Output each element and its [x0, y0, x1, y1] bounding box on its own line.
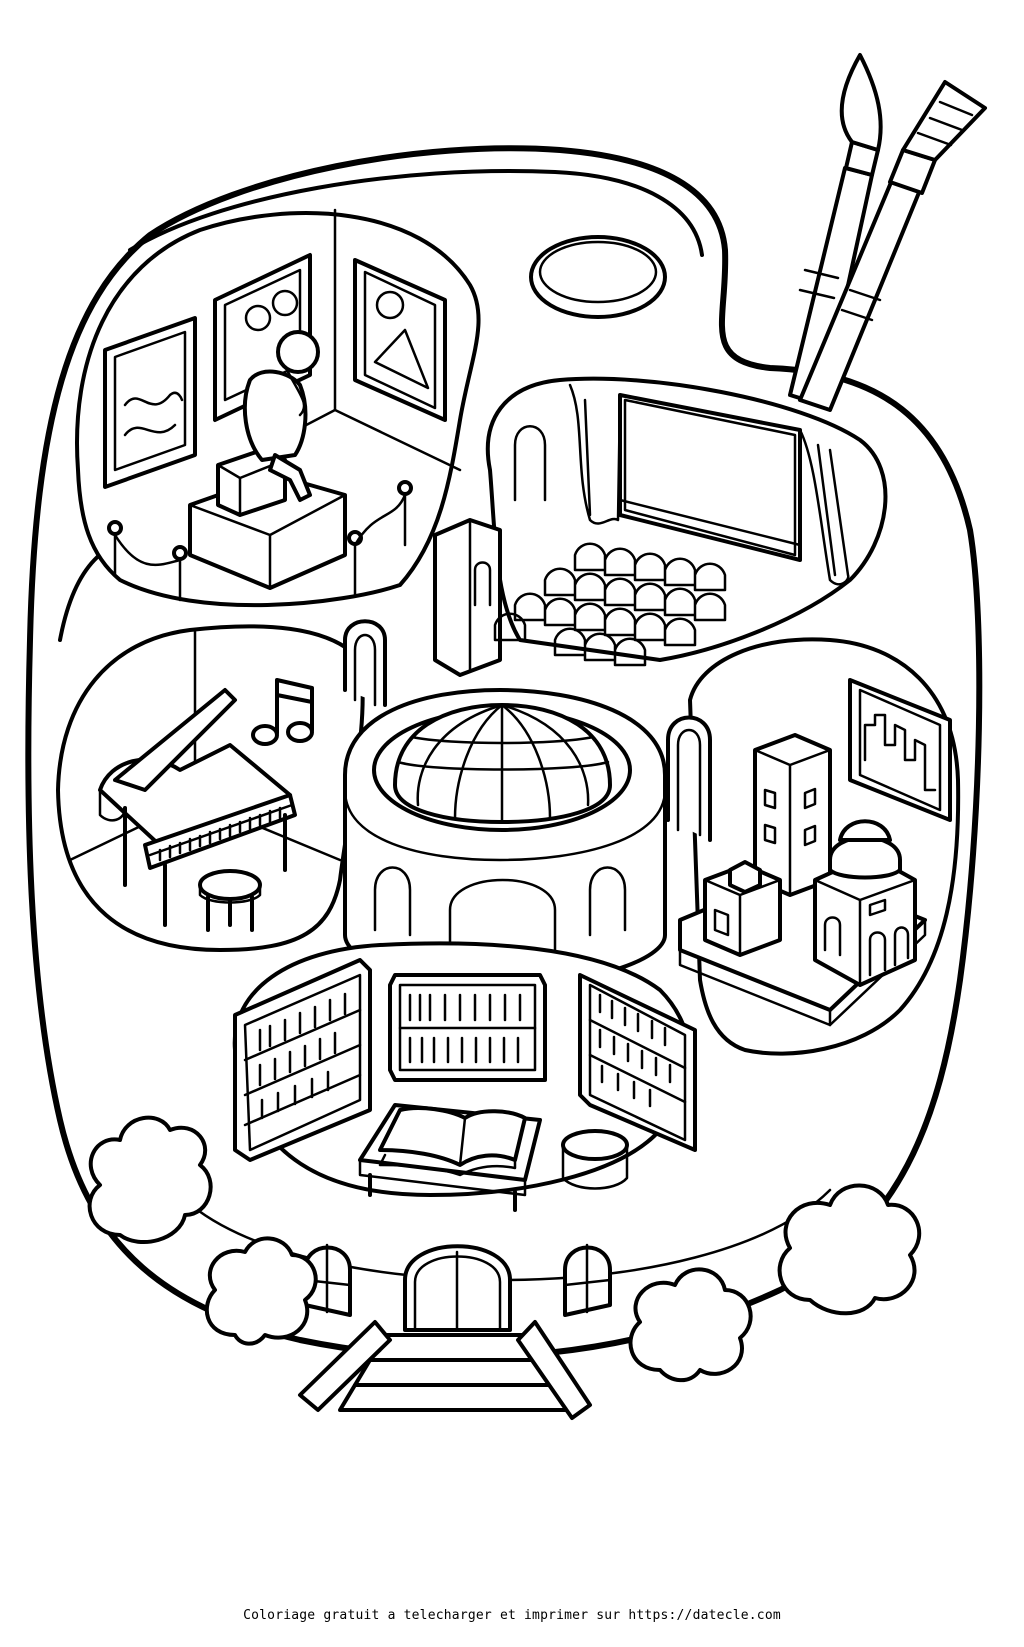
library-stool	[563, 1131, 627, 1189]
open-book	[380, 1108, 525, 1165]
footer-credit: Coloriage gratuit a telecharger et impri…	[243, 1608, 781, 1623]
theater-room	[435, 379, 885, 675]
central-dome-rotunda	[345, 690, 665, 985]
bush-right	[630, 1269, 750, 1380]
entrance-steps	[300, 1322, 590, 1418]
music-room	[58, 621, 385, 950]
painting-triangle	[355, 260, 445, 420]
handrail-left	[300, 1322, 390, 1410]
thinker-sculpture	[190, 332, 345, 588]
model-domed-building	[815, 821, 915, 985]
grand-piano	[100, 690, 295, 925]
handrail-right	[518, 1322, 590, 1418]
model-house	[705, 862, 780, 955]
architecture-room	[668, 639, 958, 1053]
sculpture-gallery-room	[77, 210, 479, 605]
paint-brushes	[790, 55, 985, 410]
library-room	[235, 943, 695, 1210]
model-tower	[755, 735, 830, 895]
bookshelf-right	[580, 975, 695, 1150]
bookshelf-left	[235, 960, 370, 1160]
palette-thumb-hole	[531, 237, 665, 317]
piano-stool	[200, 871, 260, 930]
bush-far-right	[780, 1185, 920, 1313]
palette-thumb-hole-inner	[540, 242, 656, 302]
bookshelf-center	[390, 975, 545, 1080]
skyline-painting	[850, 680, 950, 820]
curtain-left	[570, 385, 620, 524]
window-right	[565, 1245, 610, 1315]
music-note-icon	[253, 680, 312, 744]
reading-table	[360, 1105, 540, 1210]
painting-waves	[105, 318, 195, 487]
palette-inner-rim	[130, 171, 702, 255]
rope-barrier	[109, 482, 411, 600]
flat-brush	[800, 82, 985, 410]
theater-arch	[515, 426, 545, 500]
bush-far-left	[90, 1118, 211, 1242]
bushes	[90, 1118, 920, 1380]
bush-left	[207, 1238, 316, 1343]
main-door	[405, 1246, 510, 1330]
curtain-right	[800, 430, 848, 584]
theater-screen	[620, 395, 800, 560]
theater-seats	[495, 544, 725, 665]
